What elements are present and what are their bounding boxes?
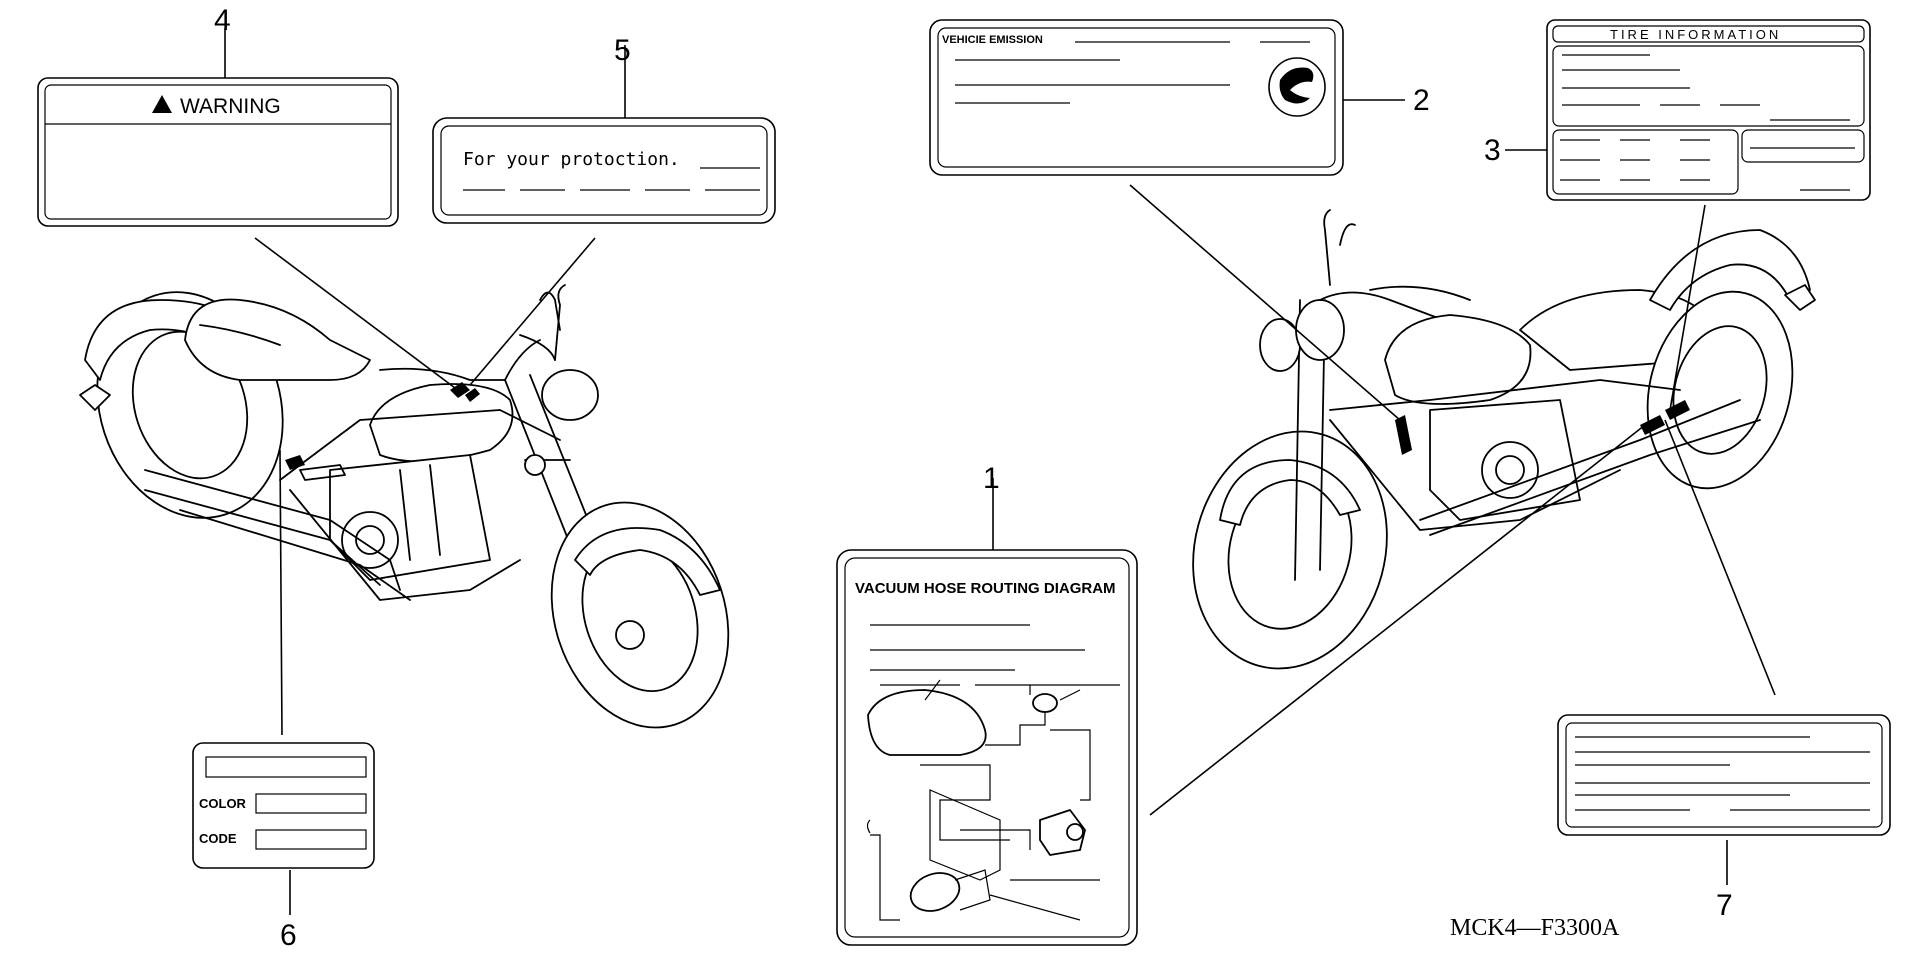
color-label-text: COLOR (199, 796, 247, 811)
label-blank (1557, 714, 1891, 836)
tire-label-text: TIRE INFORMATION (1610, 27, 1781, 42)
callout-7: 7 (1716, 889, 1733, 922)
label-emission: VEHICIE EMISSION (929, 19, 1344, 176)
right-motorcycle (1192, 209, 1816, 670)
callout-2: 2 (1413, 84, 1430, 117)
callout-5: 5 (614, 34, 631, 67)
left-motorcycle (79, 284, 730, 729)
leader-lines (224, 28, 1776, 915)
code-label-text: CODE (199, 831, 237, 846)
warning-triangle-icon (152, 95, 172, 113)
callout-4: 4 (214, 4, 231, 37)
label-tire: TIRE INFORMATION (1546, 19, 1871, 201)
label-color-code: COLOR CODE (192, 742, 375, 869)
hose-routing-schematic (866, 679, 1100, 921)
label-vacuum-hose: VACUUM HOSE ROUTING DIAGRAM (836, 549, 1138, 946)
wing-emblem-icon (1268, 57, 1326, 117)
callout-1: 1 (983, 462, 1000, 495)
diagram-code: MCK4—F3300A (1450, 915, 1620, 941)
callout-3: 3 (1484, 134, 1501, 167)
label-warning: WARNING (37, 77, 399, 227)
emission-label-text: VEHICIE EMISSION (942, 34, 1043, 46)
vacuum-label-text: VACUUM HOSE ROUTING DIAGRAM (855, 580, 1116, 597)
protection-label-text: For your protoction. (463, 149, 680, 170)
warning-label-text: WARNING (180, 95, 281, 118)
callout-6: 6 (280, 919, 297, 952)
label-protection: For your protoction. (432, 117, 776, 224)
